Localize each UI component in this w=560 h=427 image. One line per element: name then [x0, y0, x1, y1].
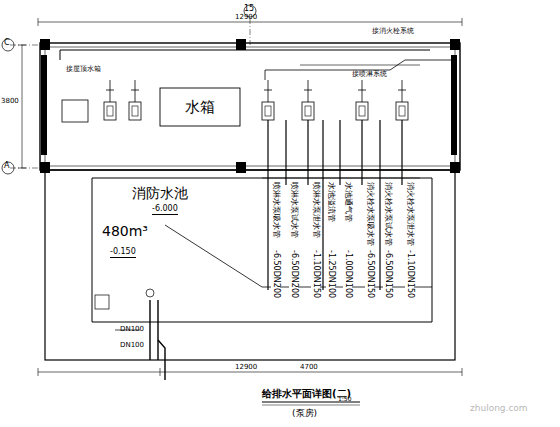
pipe-size: DN100 [120, 342, 144, 350]
wall-post [451, 55, 457, 155]
axis-label: 15 [244, 5, 254, 14]
pump-symbol [104, 80, 116, 120]
pipe [339, 120, 340, 185]
pipe-label: 水池溢流管 [326, 182, 335, 222]
pipe-label: -1.00DN100 [343, 250, 352, 298]
fire-pool: 消防水池 -6.000 480m³ -0.150 [92, 178, 252, 278]
pipe-label: -6.50DN150 [383, 250, 392, 298]
pipe-label: 消火栓水泵吸水管 [365, 182, 374, 246]
column [236, 162, 246, 173]
column [450, 39, 460, 50]
column [236, 39, 246, 50]
pipe-label: 喷淋水泵吸水管 [271, 182, 280, 238]
axis-label: A [4, 162, 9, 171]
pipe-label: 喷淋水泵泄水管 [311, 182, 320, 238]
dimension: 12900 [235, 364, 257, 372]
wall-post [41, 55, 47, 155]
pipe [307, 120, 308, 185]
pipe-note: 接喷淋系统 [352, 71, 387, 79]
column [40, 39, 50, 50]
pipe-label: 消火栓水泵试水管 [383, 182, 392, 246]
dimension: 12900 [235, 14, 257, 22]
node-title: 消防水池 [132, 186, 188, 201]
column [450, 162, 460, 173]
pump-symbol [104, 80, 408, 120]
drawing-title: 给排水平面详图(二) [262, 388, 351, 399]
watermark: zhulong.com [470, 404, 528, 414]
building-outline [2, 5, 462, 380]
pump-symbol [302, 80, 314, 120]
pump-symbol [396, 80, 408, 120]
pipe-label: 消火栓水泵泄水管 [405, 182, 414, 246]
pump-symbol [129, 80, 141, 120]
pipe [262, 178, 420, 179]
level-mark: -0.150 [110, 248, 136, 258]
pipe [262, 120, 420, 290]
pump-symbol [262, 80, 274, 120]
pipe [401, 120, 402, 185]
title-underline [262, 405, 360, 406]
column [40, 39, 460, 173]
pipe-label: -6.50DN200 [289, 250, 298, 298]
pipe-size: DN100 [120, 326, 144, 334]
pipe-label: -1.25DN100 [326, 250, 335, 298]
pipe [267, 120, 268, 290]
node-title: 水箱 [185, 99, 215, 116]
pump-symbol [356, 80, 368, 120]
drawing-caption: (泵房) [292, 409, 317, 419]
pipe [361, 120, 362, 185]
pipe-note: 接屋顶水箱 [66, 66, 101, 74]
column [40, 162, 50, 173]
axis-label: C [4, 39, 10, 48]
pipe-label: -6.50DN200 [271, 250, 280, 298]
pipe-label: 喷淋水泵试水管 [289, 182, 298, 238]
level-mark: 480m³ [102, 224, 148, 239]
pipe-label: 水池通气管 [343, 182, 352, 222]
pipe-label: -1.10DN150 [311, 250, 320, 298]
level-mark: -6.000 [152, 205, 178, 215]
pipe-label: -6.50DN150 [365, 250, 374, 298]
pipe [379, 120, 380, 290]
pipe [322, 120, 323, 290]
dimension: 4700 [300, 364, 318, 372]
pipe-note: 接消火栓系统 [372, 28, 414, 36]
water-tank: 水箱 [160, 88, 240, 126]
dimension: 3800 [1, 98, 19, 106]
pipe [285, 120, 286, 185]
pipe-label: -1.10DN150 [405, 250, 414, 298]
